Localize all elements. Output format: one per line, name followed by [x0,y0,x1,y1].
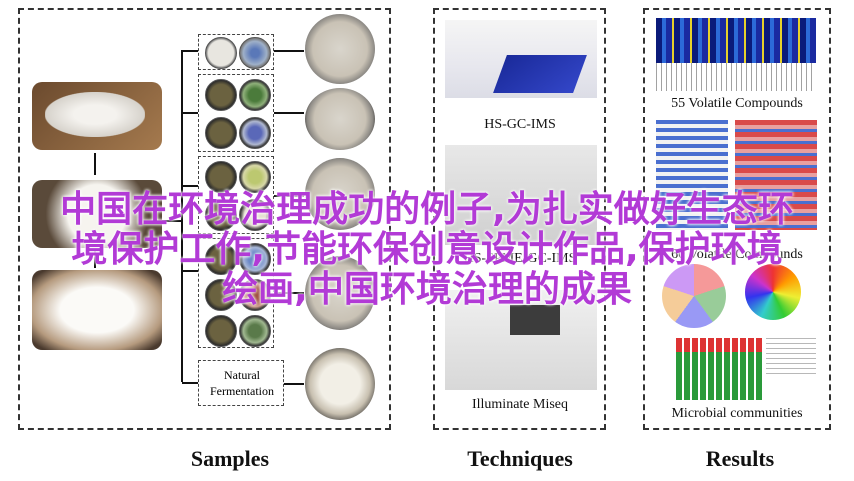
small-dish [239,117,271,149]
big-dish-4 [305,256,375,330]
small-dish [239,37,271,69]
results-panel [643,8,831,430]
small-dish [239,279,271,311]
rice-soak-photo [32,180,162,248]
connector-horizontal [162,220,182,222]
section-label-techniques: Techniques [467,446,573,471]
arrow-down-2 [94,250,96,268]
group-arrow-4 [274,292,304,294]
result-label-1: 55 Volatile Compounds [671,96,803,111]
big-dish-5 [305,348,375,420]
overlay-text: 中国在环境治理成功的例子,为扎实做好生态环 境保护工作,节能环保创意设计作品,保… [0,190,854,310]
heatmap-2-right [735,120,817,230]
radial-chart [662,264,726,328]
big-dish-2 [305,88,375,150]
technique-label-3: Illuminate Miseq [471,397,569,412]
branch-arrow-2 [182,112,198,114]
small-dish [239,243,271,275]
rice-grains [45,92,145,137]
small-dish [239,79,271,111]
dish-group-2 [198,74,274,152]
overlay-line-1: 中国在环境治理成功的例子,为扎实做好生态环 [60,189,794,230]
flower-chart [745,264,801,320]
arrow-down-1 [94,153,96,175]
small-dish [239,199,271,231]
heatmap-1 [656,18,816,63]
techniques-panel [433,8,606,430]
overlay-line-3: 绘画,中国环境治理的成果 [222,269,632,310]
stacked-bar-legend [766,338,816,378]
natural-fermentation-label: Natural Fermentation [210,368,274,398]
dish-group-1 [198,34,274,70]
group-arrow-2 [274,112,304,114]
branch-arrow-3 [182,185,198,187]
hs-gc-ims-plot [493,55,587,93]
small-dish [239,161,271,193]
small-dish [239,315,271,347]
group-arrow-5 [284,383,304,385]
small-dish [205,161,237,193]
big-dish-1 [305,14,375,84]
hs-spme-gc-ims-image [445,145,597,245]
connector-vertical [181,50,183,382]
miseq-screen [510,305,560,335]
group-arrow-3 [274,195,304,197]
section-label-samples: Samples [190,446,270,471]
small-dish [205,279,237,311]
small-dish [205,117,237,149]
technique-label-1: HS-GC-IMS [484,117,556,132]
section-label-results: Results [705,446,775,471]
branch-arrow-1 [182,50,198,52]
dish-group-4 [198,238,274,348]
dish-group-3 [198,156,274,234]
heatmap-1-labels [656,63,816,91]
small-dish [205,199,237,231]
small-dish [205,243,237,275]
big-dish-3 [305,158,375,230]
overlay-line-2: 境保护工作,节能环保创意设计作品,保护环境 [71,229,783,270]
group-arrow-1 [274,50,304,52]
natural-fermentation-box: Natural Fermentation [198,360,284,406]
branch-arrow-5 [182,382,198,384]
result-label-2: 60 Volatile Compounds [671,247,803,262]
samples-panel [18,8,391,430]
branch-arrow-4 [182,270,198,272]
stacked-bar-top [676,338,762,352]
small-dish [205,79,237,111]
technique-label-2: HS-SPME-GC-IMS [463,251,577,266]
rice-paste-photo [32,270,162,350]
small-dish [205,315,237,347]
heatmap-2-left [656,120,728,230]
small-dish [205,37,237,69]
result-label-3: Microbial communities [671,406,803,421]
